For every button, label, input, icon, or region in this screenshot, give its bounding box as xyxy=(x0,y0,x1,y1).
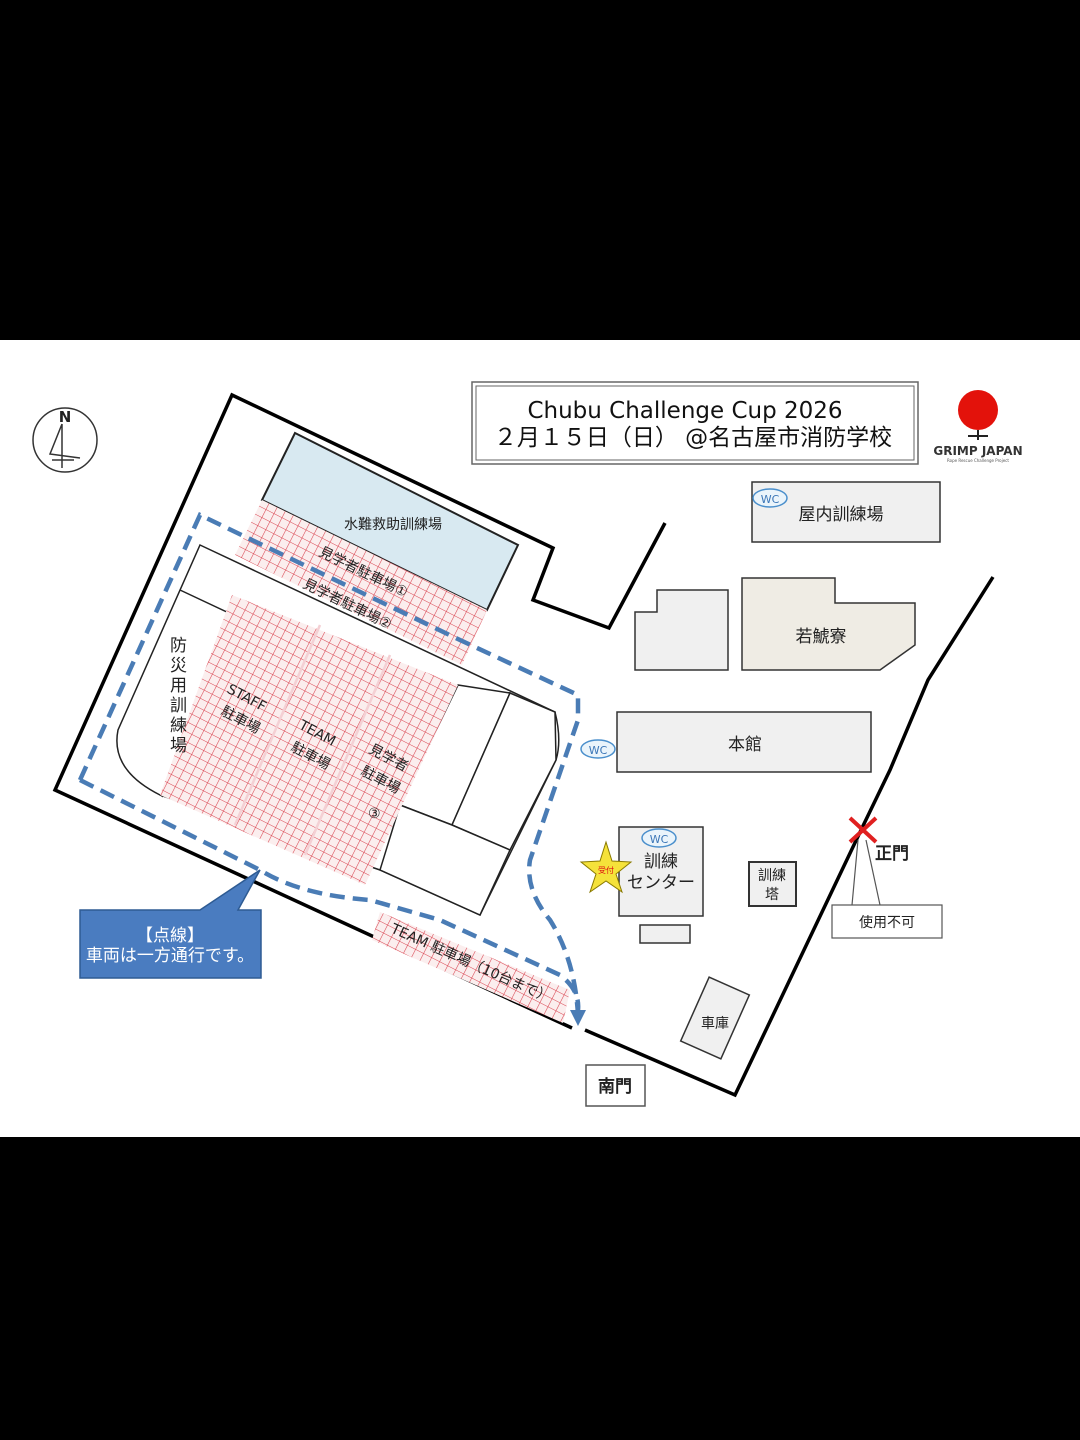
svg-text:WC: WC xyxy=(761,493,780,506)
svg-text:GRIMP JAPAN: GRIMP JAPAN xyxy=(933,444,1022,458)
wc-icon: WC xyxy=(752,488,788,508)
svg-text:訓練: 訓練 xyxy=(644,852,678,872)
parking-lots: STAFF 駐車場 TEAM 駐車場 見学者 駐車場 ③ xyxy=(160,595,458,885)
garage-building xyxy=(679,976,751,1060)
svg-text:使用不可: 使用不可 xyxy=(859,914,915,931)
svg-text:N: N xyxy=(59,408,72,426)
site-boundary xyxy=(52,392,995,1098)
title-box: Chubu Challenge Cup 2026 ２月１５日（日） @名古屋市消… xyxy=(471,381,919,465)
water-rescue-training-area: 水難救助訓練場 xyxy=(260,431,520,612)
svg-text:【点線】: 【点線】 xyxy=(136,926,204,946)
svg-text:水難救助訓練場: 水難救助訓練場 xyxy=(344,517,442,533)
svg-text:南門: 南門 xyxy=(598,1076,632,1097)
svg-text:Chubu Challenge Cup 2026: Chubu Challenge Cup 2026 xyxy=(527,398,842,424)
training-tower: 訓練 塔 xyxy=(748,861,797,907)
venue-map: 水難救助訓練場 見学者駐車場① 見学者駐車場② STAFF 駐車場 TEAM 駐… xyxy=(0,340,1080,1137)
annex-building xyxy=(634,589,729,671)
svg-text:WC: WC xyxy=(650,833,669,846)
dormitory-building: 若鯱寮 xyxy=(741,577,916,671)
svg-text:塔: 塔 xyxy=(765,887,779,903)
grimp-japan-logo: GRIMP JAPAN Rope Rescue Challenge Projec… xyxy=(933,390,1023,463)
disaster-training-label: 防災用訓練場 xyxy=(166,636,186,756)
route-arrow-icon xyxy=(570,1010,586,1026)
svg-text:WC: WC xyxy=(589,744,608,757)
main-building: 本館 xyxy=(616,711,872,773)
svg-text:本館: 本館 xyxy=(728,735,762,755)
svg-text:Rope Rescue Challenge Project: Rope Rescue Challenge Project xyxy=(947,458,1009,463)
svg-text:センター: センター xyxy=(627,873,695,893)
reception-star-icon: 受付 xyxy=(579,840,633,894)
main-gate: 正門 使用不可 xyxy=(831,816,943,939)
svg-text:訓練: 訓練 xyxy=(758,868,786,884)
yard-blocks xyxy=(379,684,557,916)
garage-label: 車庫 xyxy=(701,1015,729,1032)
one-way-callout: 【点線】 車両は一方通行です。 xyxy=(79,869,262,979)
one-way-route xyxy=(77,511,581,1016)
svg-text:正門: 正門 xyxy=(875,844,909,864)
svg-text:③: ③ xyxy=(368,806,381,822)
svg-text:受付: 受付 xyxy=(598,865,614,875)
svg-text:若鯱寮: 若鯱寮 xyxy=(796,627,847,647)
team-parking-south: TEAM 駐車場（10台まで） xyxy=(372,912,570,1023)
training-center-building: WC 訓練 センター xyxy=(618,826,704,944)
south-gate: 南門 xyxy=(585,1064,646,1107)
north-compass-icon: N xyxy=(32,407,98,473)
svg-text:屋内訓練場: 屋内訓練場 xyxy=(799,505,884,525)
svg-text:車両は一方通行です。: 車両は一方通行です。 xyxy=(86,946,254,966)
map-svg: 水難救助訓練場 見学者駐車場① 見学者駐車場② STAFF 駐車場 TEAM 駐… xyxy=(32,381,1023,1107)
wc-icon: WC xyxy=(580,739,616,759)
svg-text:２月１５日（日） @名古屋市消防学校: ２月１５日（日） @名古屋市消防学校 xyxy=(494,425,892,451)
